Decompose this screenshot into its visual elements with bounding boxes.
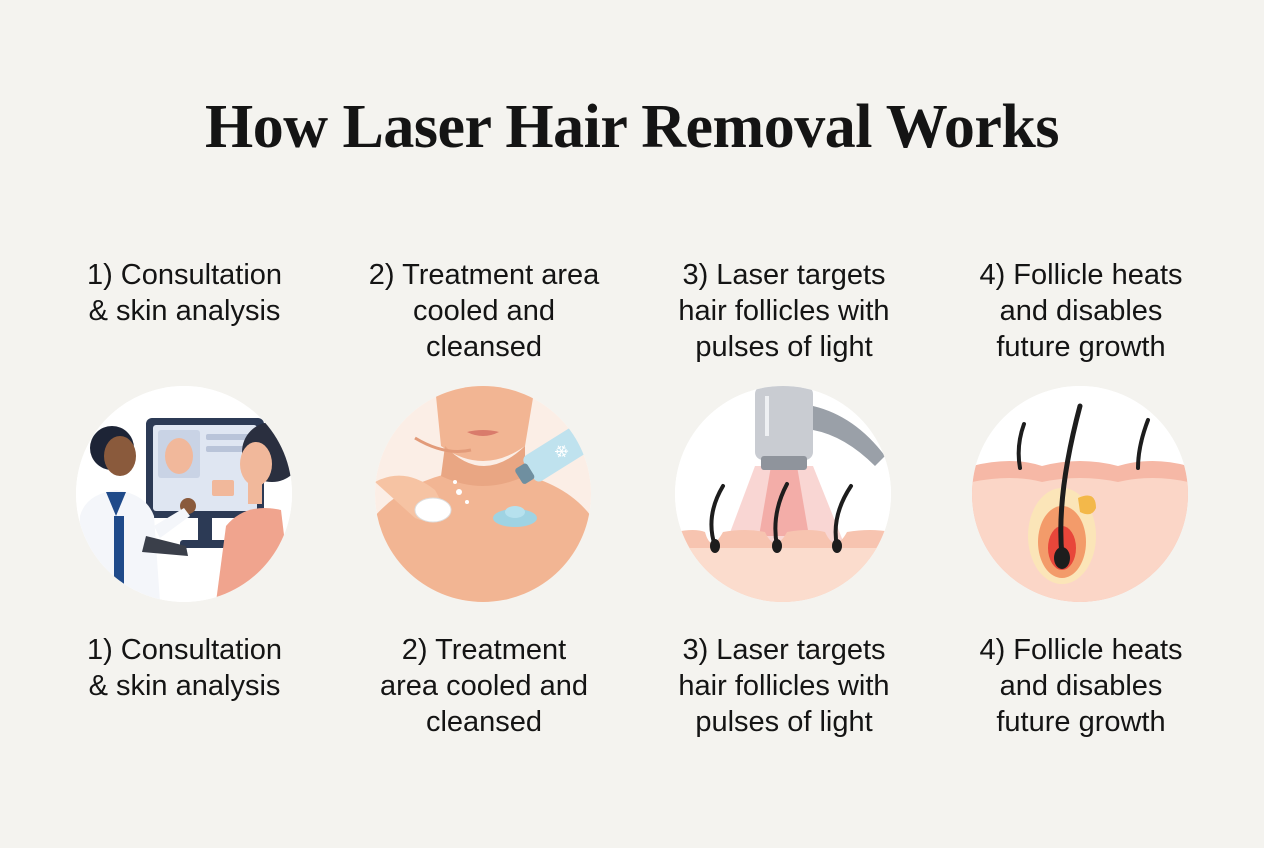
step-3: 3) Laser targets hair follicles with pul… bbox=[660, 0, 908, 848]
heated-follicle-illustration bbox=[972, 386, 1188, 602]
step-3-caption-top: 3) Laser targets hair follicles with pul… bbox=[678, 259, 890, 363]
step-3-caption-bottom: 3) Laser targets hair follicles with pul… bbox=[678, 634, 890, 738]
cooling-cleansing-illustration: ❄ bbox=[375, 386, 591, 602]
step-4-caption-top: 4) Follicle heats and disables future gr… bbox=[979, 259, 1183, 363]
step-4: 4) Follicle heats and disables future gr… bbox=[957, 0, 1205, 848]
step-1: 1) Consultation & skin analysis bbox=[62, 0, 307, 848]
laser-pulse-illustration bbox=[675, 386, 891, 602]
page-title: How Laser Hair Removal Works bbox=[205, 93, 1060, 161]
step-1-caption-top: 1) Consultation & skin analysis bbox=[86, 259, 283, 327]
step-2: 2) Treatment area cooled and cleansed ❄ bbox=[360, 0, 608, 848]
step-4-caption-bottom: 4) Follicle heats and disables future gr… bbox=[979, 634, 1183, 738]
step-2-caption-top: 2) Treatment area cooled and cleansed bbox=[368, 259, 600, 363]
step-2-caption-bottom: 2) Treatment area cooled and cleansed bbox=[380, 634, 588, 738]
step-1-caption-bottom: 1) Consultation & skin analysis bbox=[86, 634, 283, 702]
consultation-illustration bbox=[76, 386, 292, 602]
